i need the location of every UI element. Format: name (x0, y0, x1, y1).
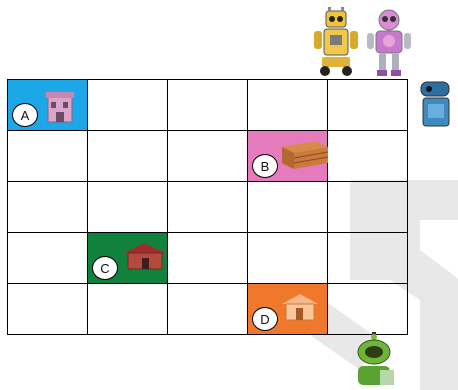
grid-cell (248, 80, 328, 131)
grid-cell (8, 284, 88, 335)
grid-cell (248, 182, 328, 233)
grid-cell (88, 131, 168, 182)
house-icon (276, 290, 324, 329)
grid-cell (248, 233, 328, 284)
grid-cell (328, 284, 408, 335)
grid-cell (8, 131, 88, 182)
pink-robot-icon (366, 8, 412, 78)
grid-cell (88, 80, 168, 131)
house-cell-d[interactable]: D (248, 284, 328, 335)
green-robot-icon (352, 332, 398, 385)
game-grid: A B C D (7, 79, 408, 335)
grid-cell (168, 284, 248, 335)
grid-cell (88, 284, 168, 335)
location-label-d: D (252, 307, 278, 331)
house-icon (36, 86, 80, 131)
grid-cell (328, 233, 408, 284)
side-robot-icon (417, 80, 453, 130)
location-label-b: B (252, 154, 278, 178)
grid-cell (328, 131, 408, 182)
grid-cell (8, 182, 88, 233)
yellow-robot-icon (312, 7, 360, 77)
grid-cell (168, 182, 248, 233)
grid-cell (328, 80, 408, 131)
house-cell-b[interactable]: B (248, 131, 328, 182)
house-icon (276, 137, 330, 178)
house-cell-c[interactable]: C (88, 233, 168, 284)
grid-cell (168, 80, 248, 131)
grid-cell (8, 233, 88, 284)
grid-cell (168, 131, 248, 182)
grid-cell (88, 182, 168, 233)
house-cell-a[interactable]: A (8, 80, 88, 131)
house-icon (116, 239, 172, 280)
grid-cell (328, 182, 408, 233)
grid-cell (168, 233, 248, 284)
location-label-a: A (12, 103, 38, 127)
location-label-c: C (92, 256, 118, 280)
